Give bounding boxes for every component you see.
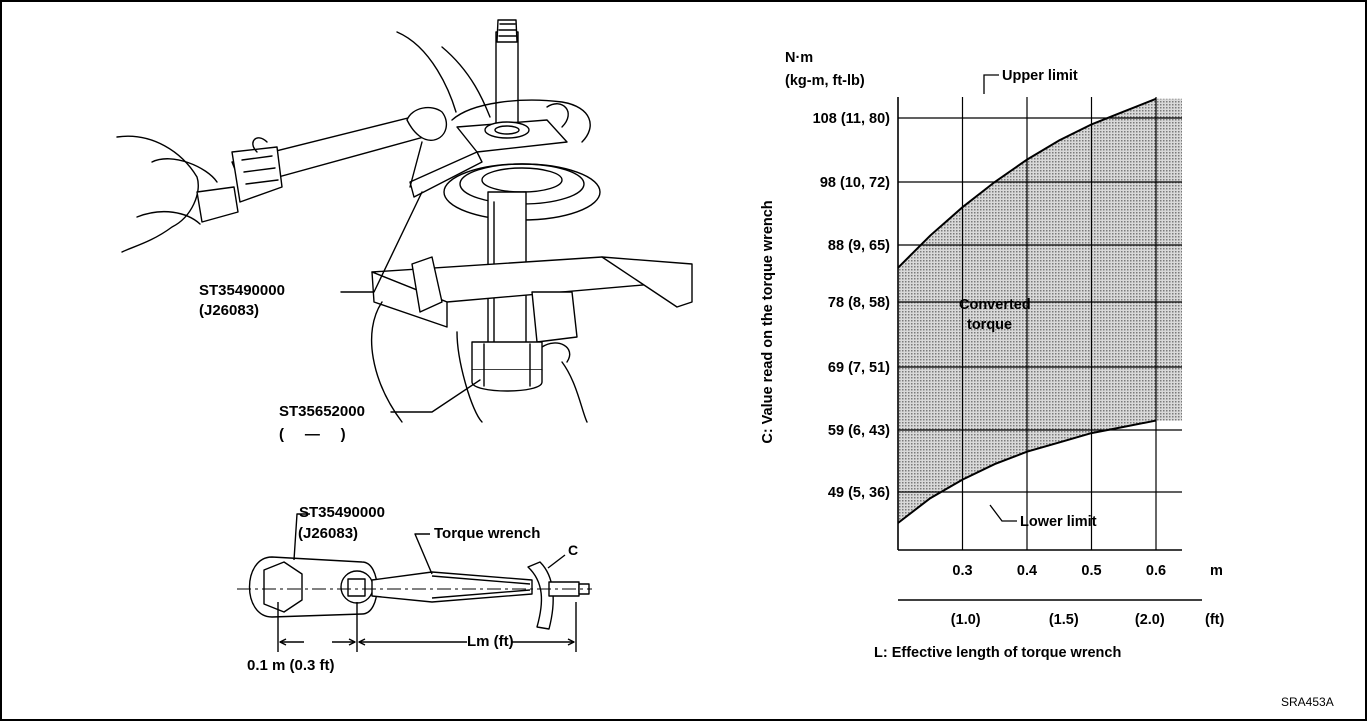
y-tick-label-0: 108 (11, 80): [813, 111, 891, 127]
lower-limit-label: Lower limit: [1020, 514, 1097, 530]
dim-right-label: Lm (ft): [467, 633, 514, 650]
wrench-schematic: [237, 513, 592, 652]
x-tick-ft-1: (1.5): [1049, 612, 1079, 628]
y-tick-label-4: 69 (7, 51): [828, 360, 890, 376]
x-unit-ft: (ft): [1205, 612, 1224, 628]
strut-torque-illustration: [116, 19, 693, 423]
x-tick-ft-0: (1.0): [951, 612, 981, 628]
y-unit-line2: (kg-m, ft-lb): [785, 73, 865, 89]
y-unit-line1: N·m: [785, 50, 813, 66]
x-tick-ft-2: (2.0): [1135, 612, 1165, 628]
y-tick-label-5: 59 (6, 43): [828, 423, 890, 439]
small-tool-code: ST35490000: [299, 504, 385, 521]
small-tool-alt: (J26083): [298, 525, 359, 542]
tool-lower-alt: ( — ): [279, 426, 346, 443]
lower-limit-leader: [989, 504, 1017, 522]
x-tick-m-3: 0.6: [1146, 563, 1166, 579]
torque-chart: 108 (11, 80) 98 (10, 72) 88 (9, 65) 78 (8, …: [760, 50, 1224, 661]
torque-wrench-label: Torque wrench: [434, 525, 541, 542]
x-tick-m-0: 0.3: [952, 563, 972, 579]
upper-limit-line: [897, 97, 1157, 269]
x-unit-m: m: [1210, 563, 1223, 579]
y-tick-label-1: 98 (10, 72): [820, 175, 890, 191]
region-label-2: torque: [967, 317, 1012, 333]
x-axis-label: L: Effective length of torque wrench: [874, 645, 1121, 661]
dim-left-label: 0.1 m (0.3 ft): [247, 657, 335, 674]
upper-limit-label: Upper limit: [1002, 68, 1078, 84]
figure-id: SRA453A: [1281, 695, 1334, 709]
converted-torque-region: [898, 98, 1182, 524]
tool-lower-code: ST35652000: [279, 403, 365, 420]
y-tick-label-6: 49 (5, 36): [828, 485, 890, 501]
region-label-1: Converted: [959, 297, 1031, 313]
y-tick-label-2: 88 (9, 65): [828, 238, 890, 254]
tool-upper-code: ST35490000: [199, 282, 285, 299]
upper-limit-leader: [983, 74, 999, 94]
y-axis-label: C: Value read on the torque wrench: [760, 200, 776, 443]
x-tick-m-2: 0.5: [1081, 563, 1101, 579]
y-tick-label-3: 78 (8, 58): [828, 295, 890, 311]
x-tick-m-1: 0.4: [1017, 563, 1037, 579]
lower-limit-line: [897, 419, 1157, 524]
scale-c-label: C: [568, 542, 579, 558]
tool-upper-alt: (J26083): [199, 302, 260, 319]
